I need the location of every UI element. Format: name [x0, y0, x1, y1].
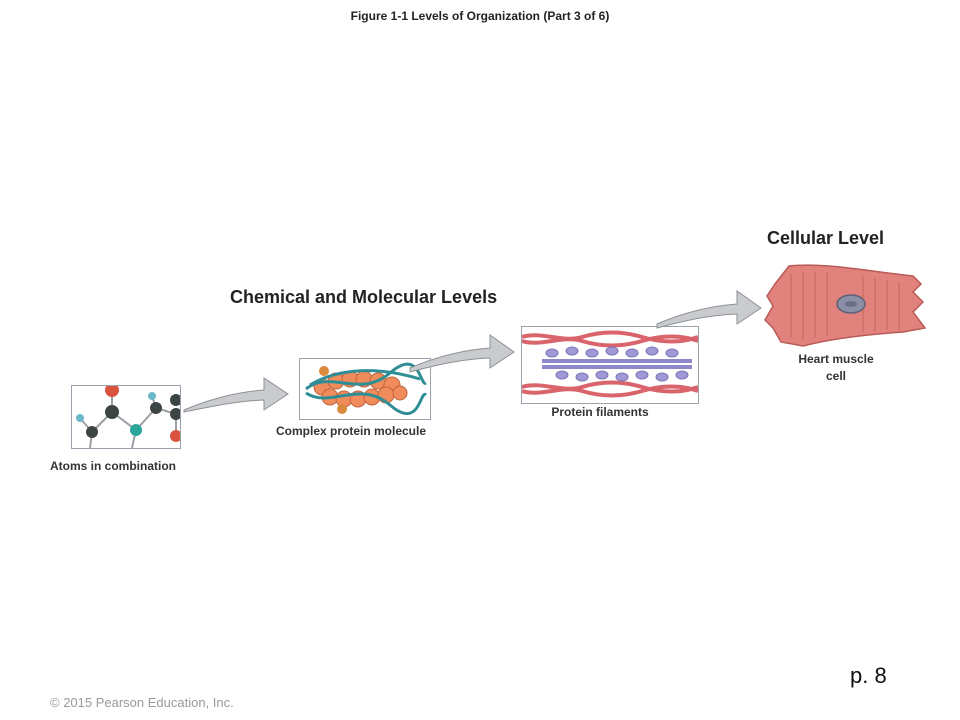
copyright-notice: © 2015 Pearson Education, Inc.	[50, 695, 234, 710]
protein-filaments-label: Protein filaments	[551, 405, 649, 419]
page-number: p. 8	[850, 663, 887, 688]
heart-muscle-cell-label: Heart muscle cell	[786, 352, 886, 383]
heart-muscle-label-line1: Heart muscle	[798, 352, 874, 366]
cellular-level-heading: Cellular Level	[767, 228, 885, 248]
protein-filaments-illustration	[522, 330, 698, 398]
complex-protein-label: Complex protein molecule	[275, 424, 427, 438]
chemical-molecular-heading: Chemical and Molecular Levels	[230, 287, 498, 307]
protein-filaments-image	[521, 326, 699, 404]
protein-molecule-illustration	[305, 362, 428, 415]
heart-muscle-cell-image	[764, 264, 927, 347]
arrow-icon	[656, 290, 762, 329]
atoms-image	[71, 385, 181, 449]
figure-title: Figure 1-1 Levels of Organization (Part …	[350, 9, 610, 23]
complex-protein-image	[299, 358, 431, 420]
heart-muscle-label-line2: cell	[825, 369, 846, 383]
arrow-icon	[409, 334, 515, 373]
atoms-illustration	[76, 386, 180, 448]
atoms-label: Atoms in combination	[50, 459, 176, 473]
arrow-icon	[183, 377, 289, 413]
